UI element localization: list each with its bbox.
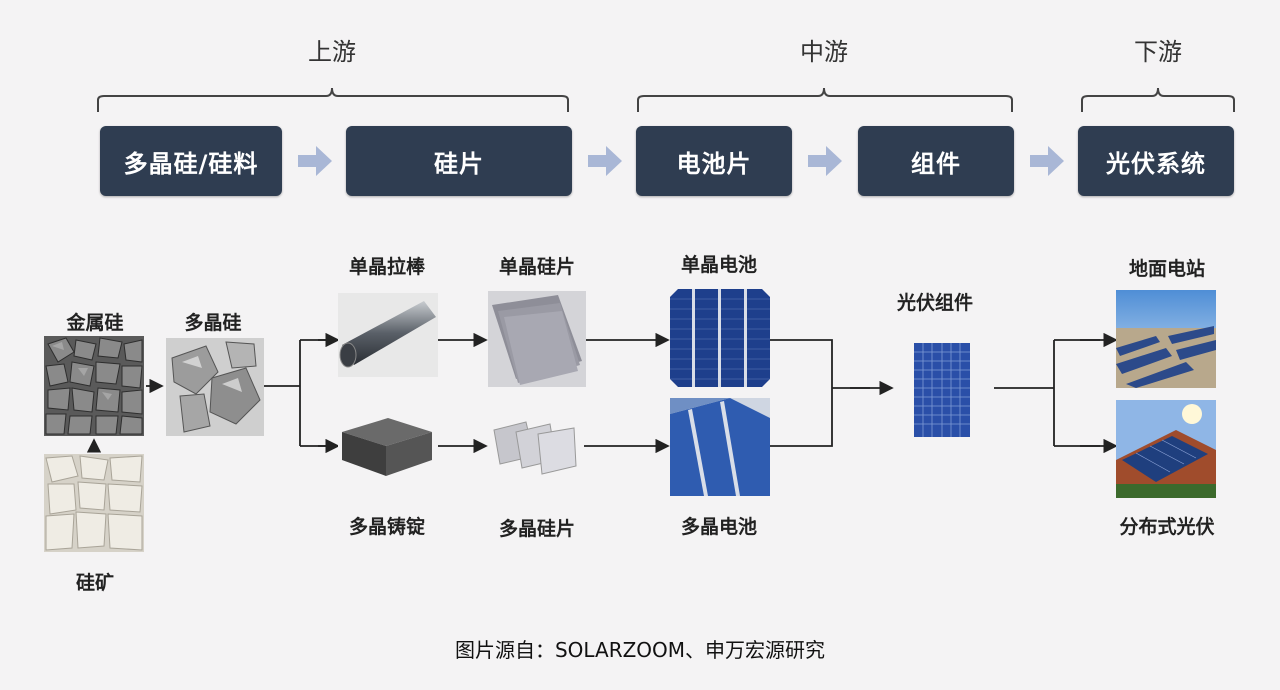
poly-wafer-image [492, 420, 578, 478]
label-mono-cell: 单晶电池 [680, 254, 757, 276]
arrow-right-icon [1030, 146, 1064, 176]
upstream-brace [97, 87, 569, 112]
label-mono-ingot: 单晶拉棒 [348, 256, 425, 278]
ground-station-image [1116, 290, 1216, 388]
box-pv-system: 光伏系统 [1078, 126, 1234, 196]
arrow-right-icon [808, 146, 842, 176]
arrow-right-icon [298, 146, 332, 176]
box-polysilicon-material: 多晶硅/硅料 [100, 126, 282, 196]
source-caption: 图片源自：SOLARZOOM、申万宏源研究 [454, 638, 826, 662]
pv-module-image [914, 343, 970, 437]
arrow-right-icon [588, 146, 622, 176]
label-silicon-ore: 硅矿 [75, 572, 114, 594]
metal-silicon-image [44, 336, 144, 436]
box-wafer: 硅片 [346, 126, 572, 196]
label-ground-station: 地面电站 [1128, 258, 1205, 280]
label-mono-wafer: 单晶硅片 [498, 256, 575, 278]
label-metal-silicon: 金属硅 [66, 312, 124, 334]
mono-ingot-image [338, 293, 438, 377]
mono-cell-image [670, 289, 770, 387]
label-poly-ingot: 多晶铸锭 [348, 516, 425, 538]
flow-lines [86, 332, 1118, 454]
poly-cell-image [670, 398, 770, 496]
box-cell: 电池片 [636, 126, 792, 196]
mono-wafer-image [488, 291, 586, 387]
poly-ingot-image [338, 414, 436, 480]
distributed-pv-image [1116, 400, 1216, 498]
polysilicon-image [166, 338, 264, 436]
stage-upstream-title: 上游 [308, 38, 356, 66]
stage-midstream-title: 中游 [800, 38, 848, 66]
silicon-ore-image [44, 454, 144, 552]
downstream-brace [1081, 87, 1235, 112]
label-poly-cell: 多晶电池 [680, 516, 757, 538]
label-polysilicon: 多晶硅 [184, 312, 242, 334]
label-poly-wafer: 多晶硅片 [498, 518, 575, 540]
label-pv-module: 光伏组件 [896, 292, 973, 314]
stage-downstream-title: 下游 [1134, 38, 1182, 66]
label-distributed-pv: 分布式光伏 [1119, 516, 1215, 538]
box-module: 组件 [858, 126, 1014, 196]
midstream-brace [637, 87, 1013, 112]
